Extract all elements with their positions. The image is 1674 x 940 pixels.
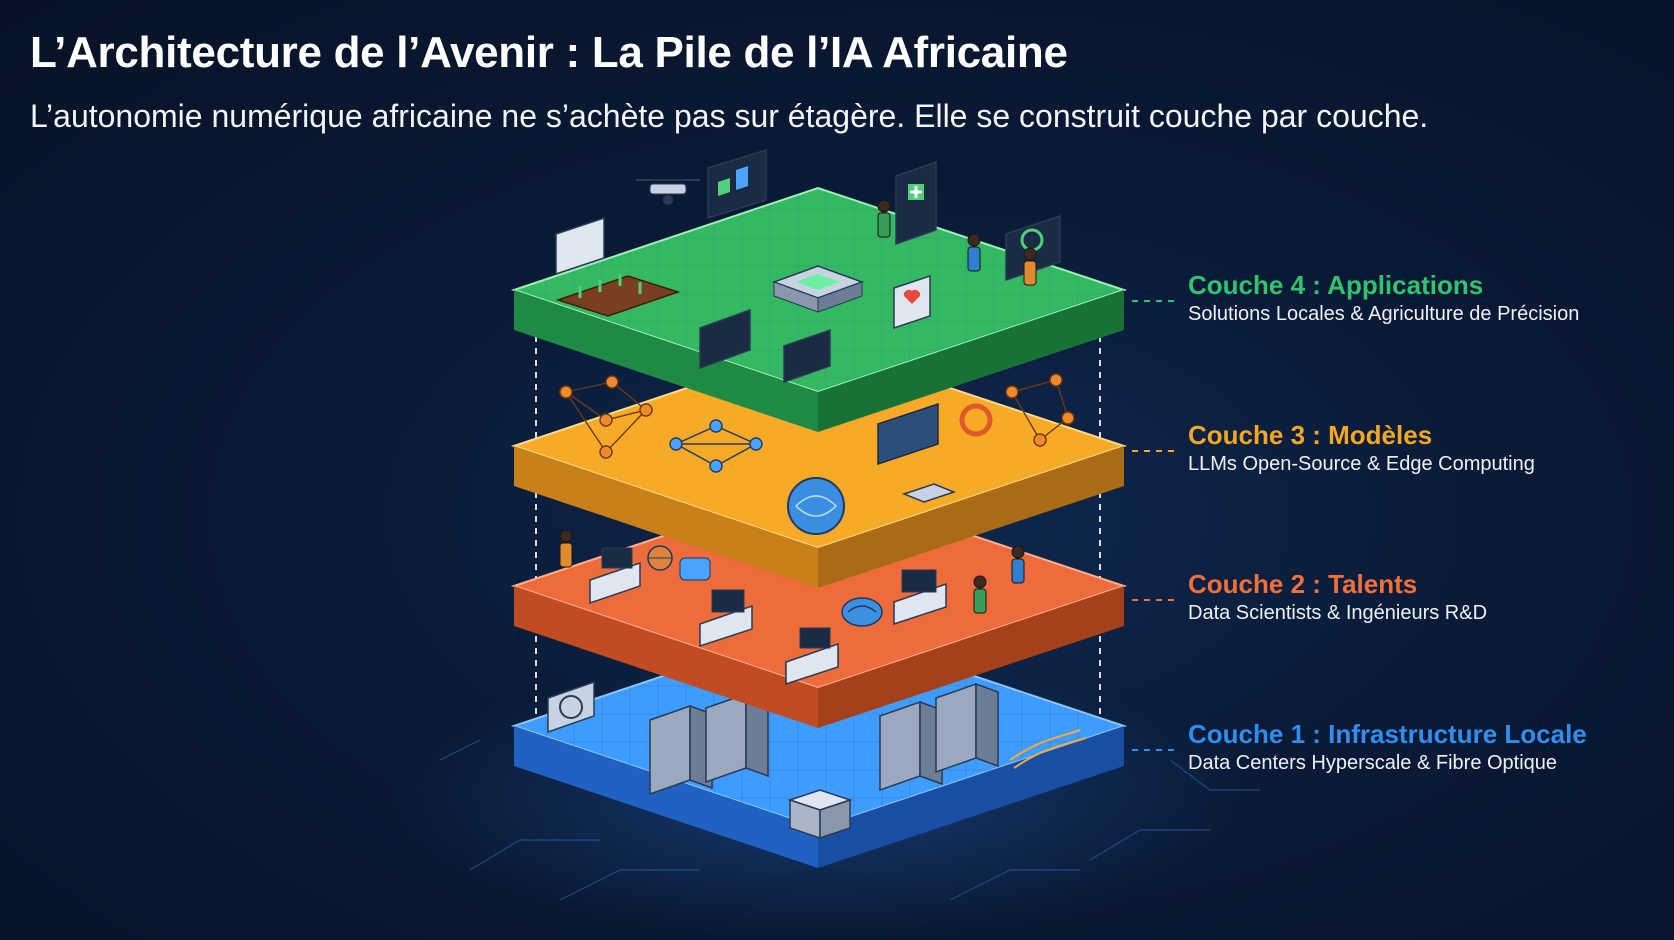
cooling-unit-icon xyxy=(547,680,595,734)
neural-network-icon xyxy=(1005,373,1075,447)
drone-icon xyxy=(636,179,700,205)
layer-3-label: Couche 3 : Modèles LLMs Open-Source & Ed… xyxy=(1188,420,1535,478)
layer-2-title: Couche 2 : Talents xyxy=(1188,569,1418,599)
engineer-icon xyxy=(559,529,1025,614)
layer-4-description: Solutions Locales & Agriculture de Préci… xyxy=(1188,303,1580,325)
chat-bubble-icon xyxy=(679,557,711,581)
page-title: L’Architecture de l’Avenir : La Pile de … xyxy=(30,28,1068,77)
layer-2-label: Couche 2 : Talents Data Scientists & Ing… xyxy=(1188,569,1487,627)
workstation-icon xyxy=(589,547,947,686)
circuit-traces xyxy=(439,739,1260,901)
globe-icon xyxy=(647,545,673,571)
open-source-icon xyxy=(959,403,993,437)
layer-3-slab xyxy=(510,342,1128,588)
layer-4-label: Couche 4 : Applications Solutions Locale… xyxy=(1188,270,1579,328)
chip-icon xyxy=(771,265,865,313)
storage-icon xyxy=(787,789,853,840)
brain-icon xyxy=(841,597,883,627)
layer-4-title: Couche 4 : Applications xyxy=(1188,270,1484,300)
health-heart-icon xyxy=(893,274,931,330)
fiber-optic-icon xyxy=(1009,729,1087,769)
layer-3-title: Couche 3 : Modèles xyxy=(1188,420,1433,450)
layer-3-description: LLMs Open-Source & Edge Computing xyxy=(1188,453,1535,475)
layer-2-description: Data Scientists & Ingénieurs R&D xyxy=(1188,602,1488,624)
ai-brain-icon xyxy=(787,477,845,535)
label-leaders xyxy=(1132,300,1176,751)
edge-device-icon xyxy=(877,402,957,503)
stack-connectors xyxy=(535,336,1101,740)
crop-field-icon xyxy=(555,274,681,317)
medical-tablet-icon xyxy=(895,160,937,246)
neural-network-icon xyxy=(669,419,763,473)
farmer-icon xyxy=(877,199,1037,286)
page-subtitle: L’autonomie numérique africaine ne s’ach… xyxy=(30,98,1429,134)
layer-1-description: Data Centers Hyperscale & Fibre Optique xyxy=(1188,752,1558,774)
dashboard-monitor-icon xyxy=(555,148,767,276)
neural-network-icon xyxy=(559,375,653,459)
layer-1-label: Couche 1 : Infrastructure Locale Data Ce… xyxy=(1188,719,1587,777)
server-rack-icon xyxy=(649,682,999,796)
layer-1-title: Couche 1 : Infrastructure Locale xyxy=(1188,719,1587,749)
dashboard-monitor-icon xyxy=(699,214,1061,384)
